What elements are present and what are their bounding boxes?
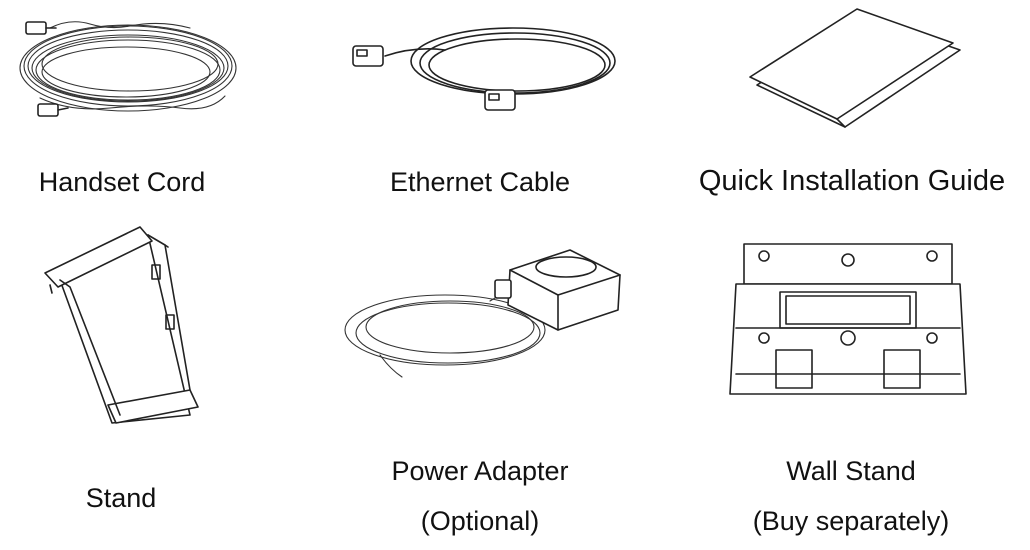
- power-adapter-icon: [344, 249, 621, 378]
- ethernet-cable-icon: [352, 27, 616, 111]
- item-sublabel: (Buy separately): [752, 506, 950, 536]
- quick-installation-guide-icon: [749, 8, 961, 128]
- item-label: Wall Stand: [786, 456, 916, 486]
- item-sublabel: (Optional): [420, 506, 540, 536]
- item-label: Stand: [85, 483, 157, 513]
- wall-stand-icon: [729, 243, 967, 395]
- stand-icon: [44, 226, 199, 424]
- item-label: Ethernet Cable: [389, 167, 571, 197]
- item-label: Handset Cord: [38, 167, 206, 197]
- handset-cord-icon: [19, 21, 237, 117]
- item-label: Power Adapter: [391, 456, 569, 486]
- item-label: Quick Installation Guide: [698, 165, 1006, 197]
